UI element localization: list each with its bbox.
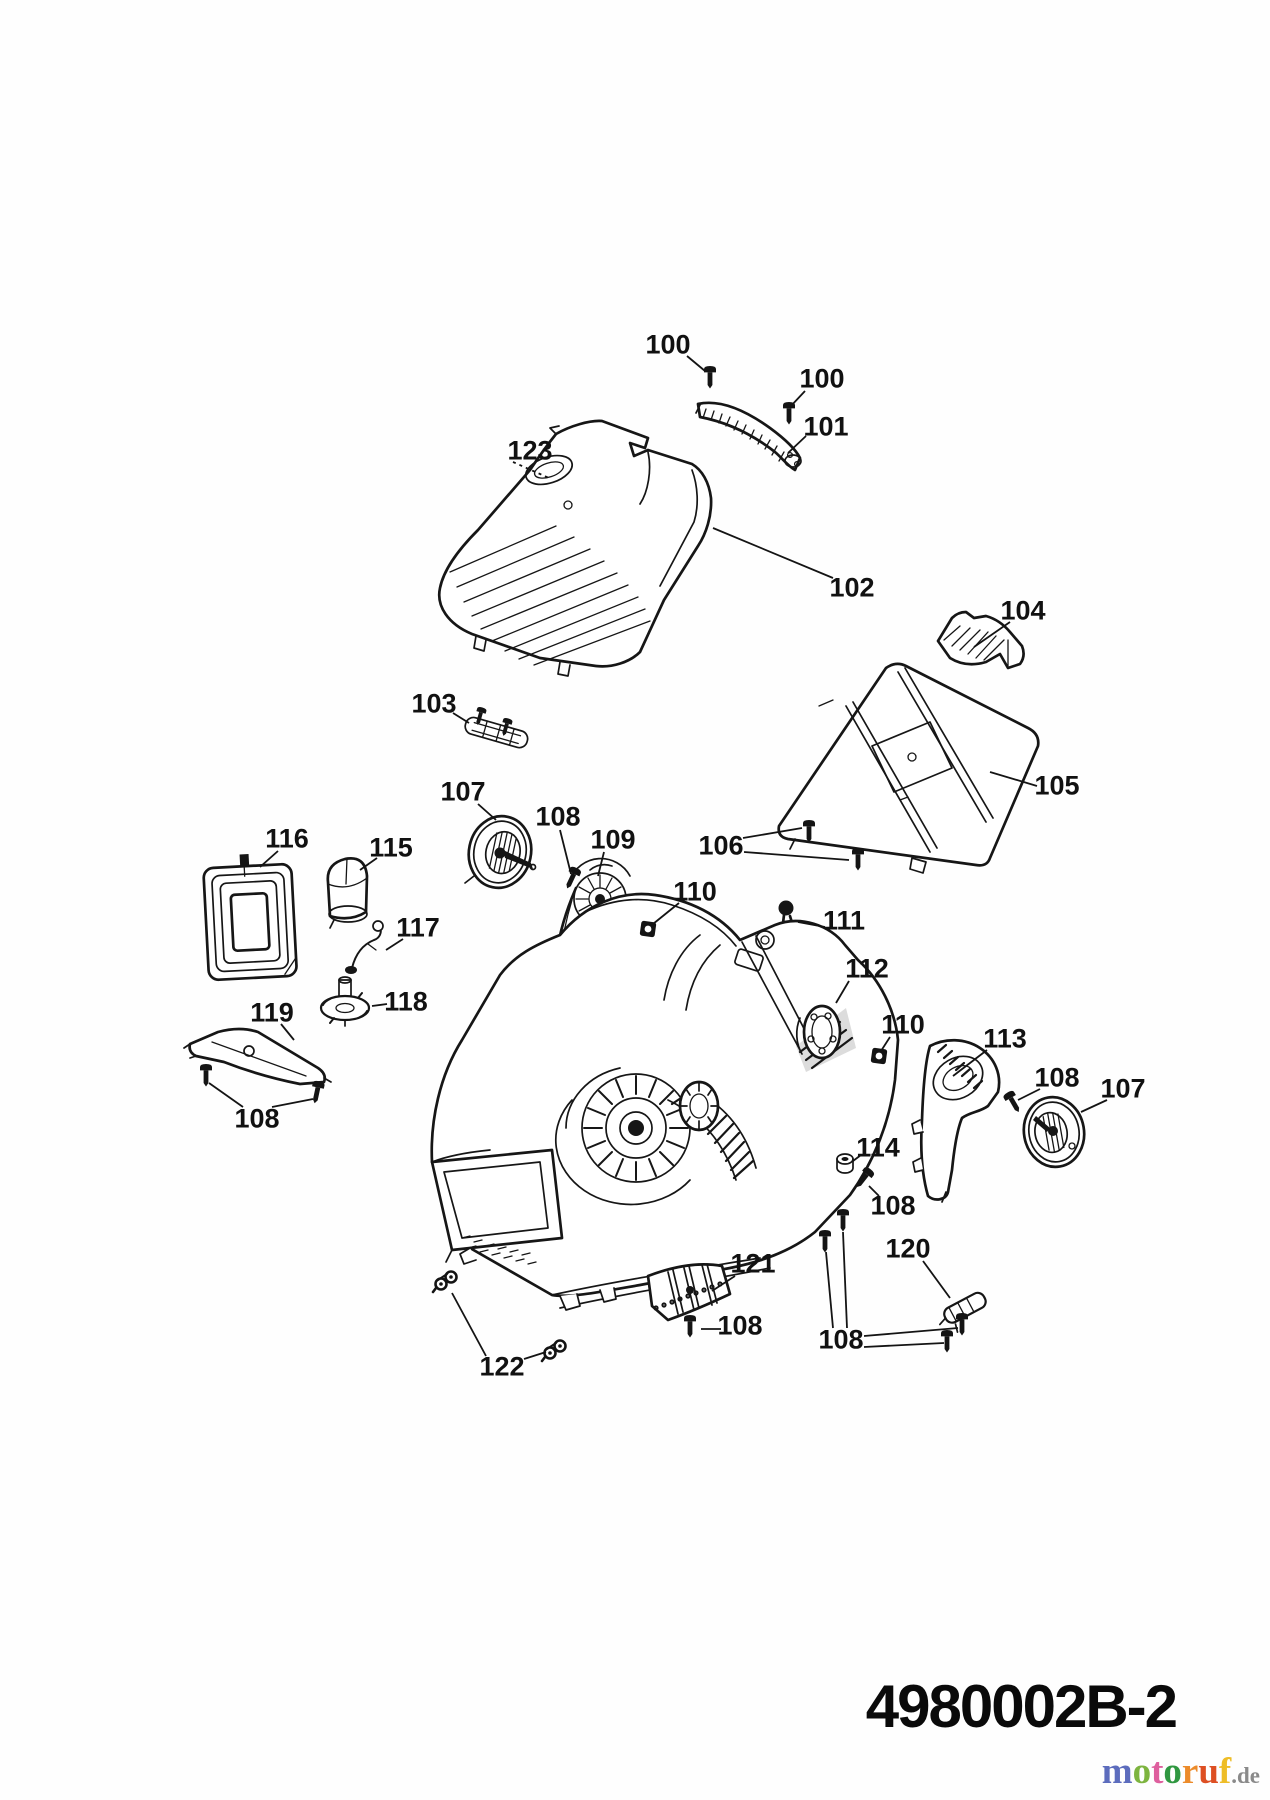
logo-letter: o bbox=[1132, 1751, 1152, 1792]
leader-lines bbox=[208, 355, 1108, 1360]
logo-letter: m bbox=[1101, 1751, 1133, 1792]
part-113-side-cover bbox=[911, 1038, 1001, 1203]
part-label-112: 112 bbox=[845, 953, 889, 984]
part-label-111: 111 bbox=[822, 905, 866, 936]
part-117-lever bbox=[345, 920, 384, 974]
part-label-103: 103 bbox=[411, 688, 457, 719]
part-115-cap bbox=[326, 857, 369, 929]
part-label-107: 107 bbox=[1100, 1073, 1146, 1104]
logo-letter: f bbox=[1218, 1751, 1232, 1792]
part-label-101: 101 bbox=[803, 411, 849, 442]
part-label-108: 108 bbox=[818, 1324, 864, 1355]
logo-letter: o bbox=[1163, 1751, 1182, 1792]
part-label-121: 121 bbox=[730, 1248, 776, 1279]
part-label-116: 116 bbox=[265, 823, 309, 854]
part-label-102: 102 bbox=[829, 572, 875, 603]
motoruf-logo: motoruf.de bbox=[1102, 1750, 1260, 1793]
part-116-frame bbox=[202, 853, 298, 982]
part-label-108: 108 bbox=[535, 801, 581, 832]
part-label-108: 108 bbox=[870, 1190, 916, 1221]
part-102-upper-housing bbox=[437, 419, 713, 677]
logo-suffix: .de bbox=[1231, 1763, 1260, 1788]
part-label-108: 108 bbox=[234, 1103, 280, 1134]
part-label-109: 109 bbox=[590, 824, 636, 855]
part-label-123: 123 bbox=[507, 435, 553, 466]
logo-wordmark: motoruf bbox=[1102, 1751, 1232, 1792]
part-label-100: 100 bbox=[799, 363, 845, 394]
part-label-122: 122 bbox=[479, 1351, 525, 1382]
part-label-118: 118 bbox=[384, 986, 428, 1017]
part-104-clip bbox=[936, 610, 1025, 670]
part-label-106: 106 bbox=[698, 830, 744, 861]
part-label-117: 117 bbox=[396, 912, 440, 943]
part-label-105: 105 bbox=[1034, 770, 1080, 801]
part-101-handle-brace bbox=[695, 401, 802, 472]
part-118-impeller bbox=[319, 976, 371, 1027]
part-label-104: 104 bbox=[1000, 595, 1046, 626]
part-107-wheel-left bbox=[464, 814, 537, 890]
part-105-cover-panel bbox=[777, 662, 1040, 874]
part-label-110: 110 bbox=[881, 1009, 925, 1040]
part-103-switch-bar bbox=[464, 705, 529, 749]
part-112-deck-housing bbox=[430, 892, 900, 1311]
part-label-113: 113 bbox=[983, 1023, 1027, 1054]
part-label-108: 108 bbox=[1034, 1062, 1080, 1093]
part-label-107: 107 bbox=[440, 776, 486, 807]
doc-number: 4980002B-2 bbox=[865, 1673, 1178, 1740]
logo-letter: u bbox=[1198, 1751, 1219, 1792]
logo-letter: r bbox=[1181, 1751, 1199, 1792]
part-label-120: 120 bbox=[885, 1233, 931, 1264]
part-label-110: 110 bbox=[673, 876, 717, 907]
part-107-wheel-right bbox=[1022, 1095, 1086, 1169]
logo-letter: t bbox=[1151, 1751, 1164, 1792]
part-label-108: 108 bbox=[717, 1310, 763, 1341]
part-label-100: 100 bbox=[645, 329, 691, 360]
part-label-119: 119 bbox=[250, 997, 294, 1028]
part-114-spacer bbox=[836, 1153, 854, 1174]
part-label-115: 115 bbox=[369, 832, 413, 863]
part-119-blade-holder bbox=[183, 1027, 332, 1086]
part-121-deflector bbox=[646, 1263, 732, 1322]
part-label-114: 114 bbox=[856, 1132, 900, 1163]
